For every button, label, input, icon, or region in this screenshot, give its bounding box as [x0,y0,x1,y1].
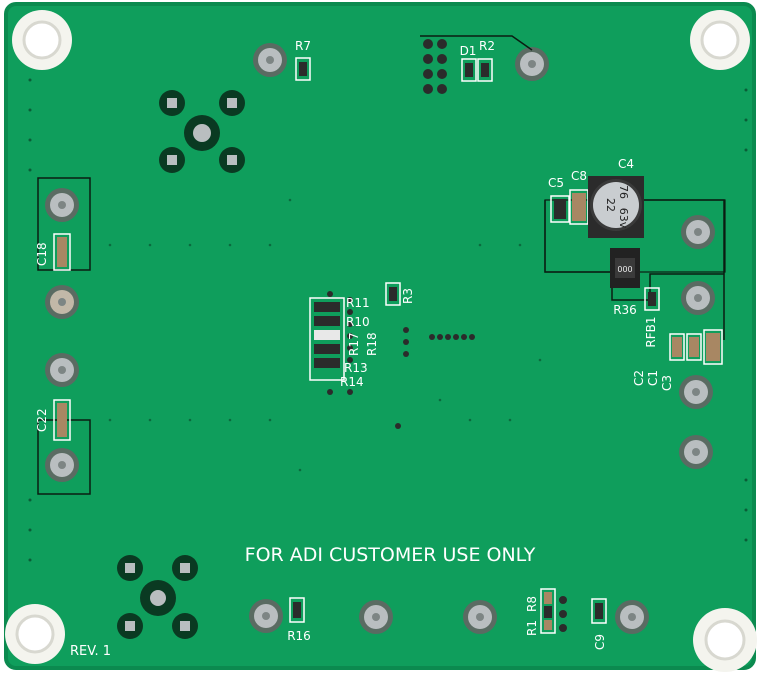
label-c1: C1 [646,370,660,386]
resistor-rfb1: RFB1 [644,287,660,348]
label-r8: R8 [525,596,539,612]
board-substrate [6,4,754,668]
capacitor-c22: C22 [35,399,91,495]
connector-footprint-top-left [159,90,245,173]
terminal-right-3 [679,375,713,409]
board-revision: REV. 1 [70,644,111,659]
terminal-bottom-3 [463,600,497,634]
label-r10: R10 [346,315,370,329]
terminal-right-1 [681,215,715,249]
terminal-left-2 [45,285,79,319]
label-r17: R17 [347,332,361,356]
label-r2: R2 [479,39,495,53]
standoff-top-left [12,10,72,70]
standoff-top-right [690,10,750,70]
label-r16: R16 [287,629,311,643]
terminal-right-2 [681,281,715,315]
resistor-r3: R3 [385,282,415,306]
label-r14: R14 [340,375,364,389]
edge-vias [28,78,748,562]
label-r1: R1 [525,620,539,636]
connector-footprint-bottom-left [117,555,198,639]
cap-marking-1: 76 [617,185,630,199]
resistor-r16: R16 [287,597,311,643]
ic-pins-center [395,327,475,429]
board-main-text: FOR ADI CUSTOMER USE ONLY [245,544,536,566]
label-c9: C9 [593,634,607,650]
label-c22: C22 [35,408,49,432]
capacitor-c4: C4 76 22 63v [588,157,644,238]
terminal-bottom-4 [615,600,649,634]
label-c8: C8 [571,169,587,183]
label-rfb1: RFB1 [644,316,658,347]
label-c3: C3 [660,375,674,391]
resistors-r8-r1: R8 R1 [525,588,567,636]
capacitor-group-c1-c3: C2 C1 C3 [632,329,723,391]
capacitor-c9: C9 [591,598,607,650]
terminal-left-3 [45,353,79,387]
label-c2: C2 [632,370,646,386]
via-grid [108,198,542,472]
capacitor-c8: C8 [569,169,589,225]
terminal-left-1 [45,188,79,222]
terminal-top-right [515,47,549,81]
resistor-r2: R2 [477,39,495,82]
label-r13: R13 [344,361,368,375]
cap-marking-2: 22 [604,198,617,212]
label-r11: R11 [346,296,370,310]
terminal-right-4 [679,435,713,469]
terminal-top-left [253,43,287,77]
label-r3: R3 [401,288,415,304]
inductor-marking: 000 [617,265,632,274]
label-r7: R7 [295,39,311,53]
header-pins [423,39,447,94]
header-trace [420,35,533,51]
label-r18: R18 [365,332,379,356]
label-c18: C18 [35,242,49,266]
label-c4: C4 [618,157,634,171]
diode-d1: D1 [460,44,477,82]
capacitor-c5: C5 [548,176,570,223]
board-edge-shade [4,2,756,670]
cap-marking-3: 63v [617,208,630,229]
label-c5: C5 [548,176,564,190]
terminal-posts [45,43,715,634]
resistor-array-center: R11 R10 R17 R18 R13 R14 [309,291,379,395]
label-r36: R36 [613,303,637,317]
terminal-left-4 [45,448,79,482]
label-d1: D1 [460,44,477,58]
resistor-r7: R7 [295,39,311,81]
inductor-l: 000 [610,248,640,288]
capacitor-c18: C18 [35,177,91,271]
standoff-bottom-right [693,608,757,672]
standoff-bottom-left [5,604,65,664]
terminal-bottom-1 [249,599,283,633]
terminal-bottom-2 [359,600,393,634]
